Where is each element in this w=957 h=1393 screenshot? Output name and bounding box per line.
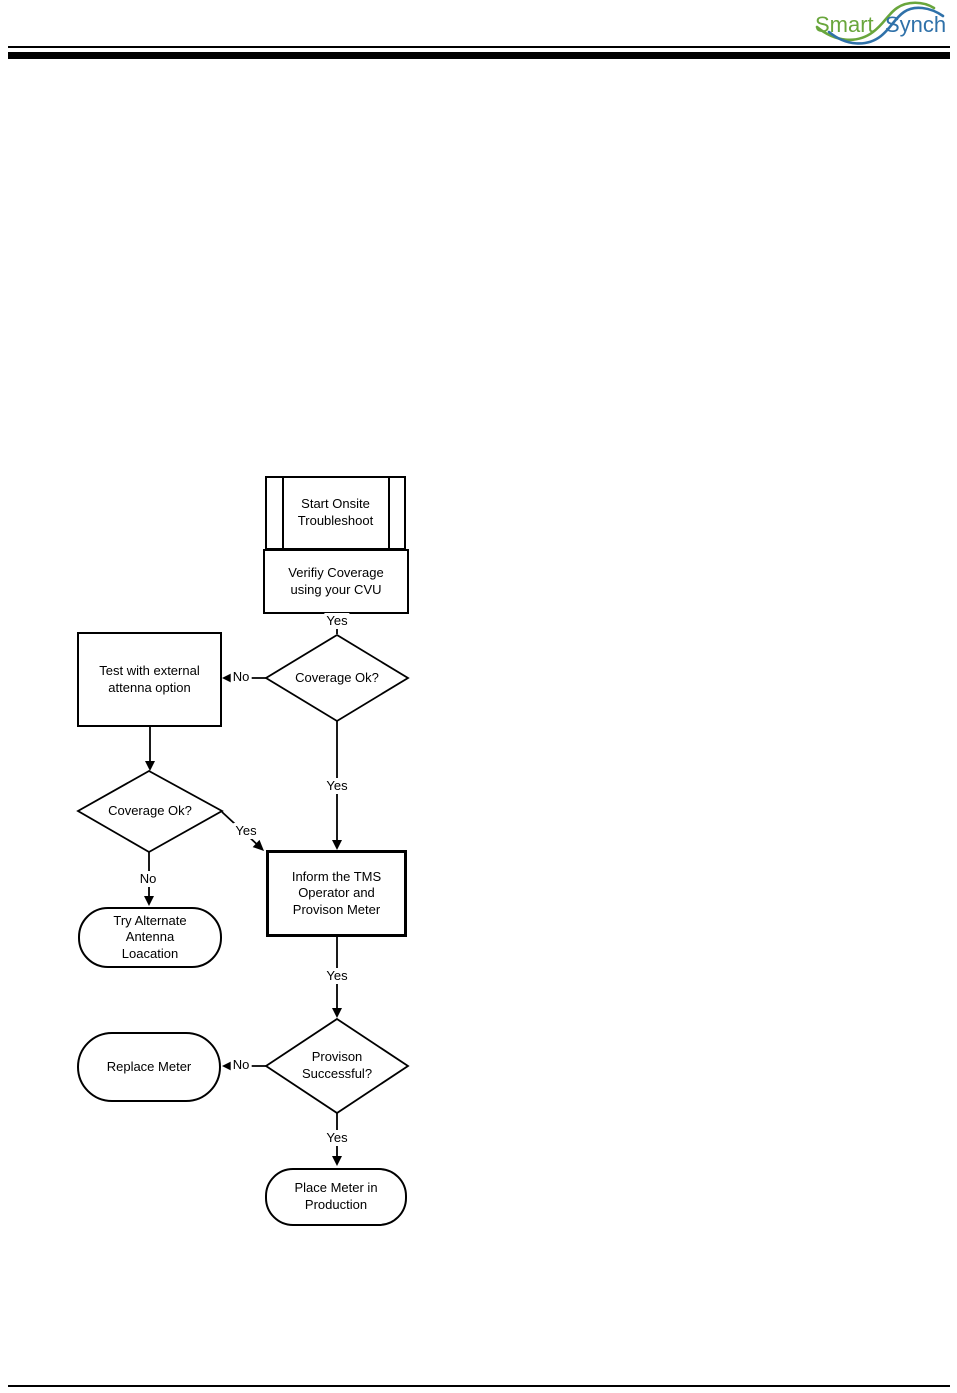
- logo-text-synch: Synch: [885, 12, 946, 37]
- edge-label-yes-verify: Yes: [324, 613, 350, 629]
- header-rule-thick: [8, 52, 950, 59]
- header-rule-thin: [8, 46, 950, 48]
- decision-diamonds: [76, 633, 410, 1115]
- node-label: Inform the TMS Operator and Provison Met…: [291, 868, 382, 917]
- arrowhead-down-into-provision: [332, 1008, 342, 1018]
- arrowhead-diag-into-inform-box: [252, 839, 264, 851]
- edge-label-yes-inform: Yes: [324, 968, 350, 984]
- arrowhead-down-into-try-alternate: [144, 896, 154, 906]
- edge-label-no-coverage1: No: [230, 669, 252, 685]
- diamond-coverage-ok-1: [264, 633, 410, 723]
- diamond-label-coverage-ok-2: Coverage Ok?: [108, 803, 192, 818]
- node-label: Test with external attenna option: [99, 662, 200, 695]
- arrowhead-down-into-coverage2: [145, 761, 155, 771]
- edge-label-yes-coverage1: Yes: [324, 778, 350, 794]
- diamond-label-coverage-ok-1: Coverage Ok?: [295, 670, 379, 685]
- node-replace-meter: Replace Meter: [77, 1032, 221, 1102]
- node-test-external-antenna: Test with external attenna option: [77, 632, 222, 727]
- node-label: Try Alternate Antenna Loacation: [113, 912, 187, 961]
- edge-label-yes-provision: Yes: [324, 1130, 350, 1146]
- logo-text: Smart Synch ®: [815, 12, 947, 37]
- logo-text-smart: Smart: [815, 12, 874, 37]
- arrowhead-down-into-inform-box: [332, 840, 342, 850]
- arrowhead-left-into-test-box: [222, 673, 232, 683]
- footer-rule: [8, 1385, 950, 1387]
- node-try-alternate-antenna-location: Try Alternate Antenna Loacation: [78, 907, 222, 968]
- node-inform-tms-operator: Inform the TMS Operator and Provison Met…: [266, 850, 407, 937]
- diamond-coverage-ok-2: [76, 769, 224, 854]
- node-verify-coverage: Verifiy Coverage using your CVU: [263, 549, 409, 614]
- arrowhead-left-into-replace-meter: [222, 1061, 232, 1071]
- diamond-provision-successful: [264, 1017, 410, 1115]
- edge-label-no-coverage2: No: [137, 871, 159, 887]
- node-label: Verifiy Coverage using your CVU: [288, 564, 384, 597]
- node-label: Replace Meter: [106, 1058, 192, 1074]
- smartsynch-logo: Smart Synch ®: [813, 1, 957, 46]
- logo-blue-swoosh: [827, 6, 945, 45]
- node-label: Start Onsite Troubleshoot: [297, 496, 374, 528]
- edge-label-yes-coverage2: Yes: [233, 823, 259, 839]
- node-start-onsite-troubleshoot: Start Onsite Troubleshoot: [265, 476, 406, 550]
- node-label: Place Meter in Production: [294, 1180, 378, 1212]
- node-place-meter-in-production: Place Meter in Production: [265, 1168, 407, 1226]
- edge-label-no-provision: No: [230, 1057, 252, 1073]
- arrowhead-down-into-place-meter: [332, 1156, 342, 1166]
- diamond-label-provision-successful: Provison Successful?: [301, 1049, 373, 1081]
- arrowheads: [144, 673, 342, 1166]
- smartsynch-logo-svg: Smart Synch ®: [815, 1, 957, 45]
